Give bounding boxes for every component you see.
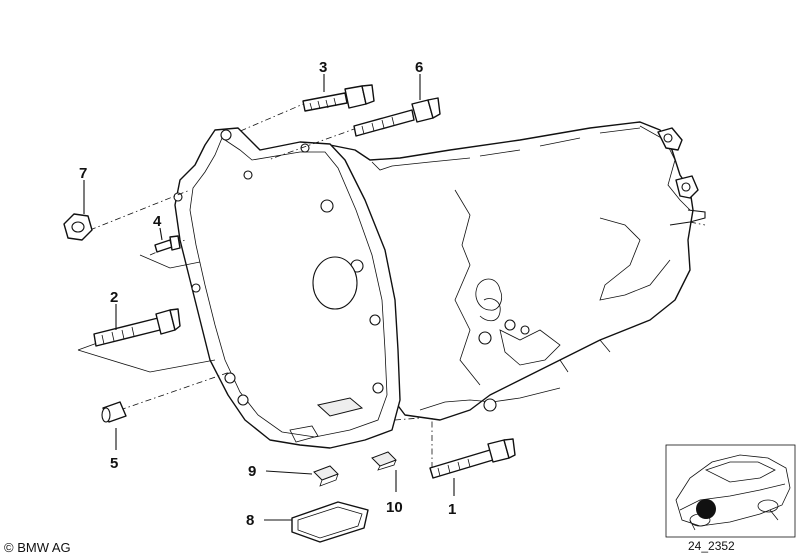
nut-part-7 <box>63 213 93 241</box>
part-label-8: 8 <box>246 512 254 529</box>
part-label-5: 5 <box>110 455 118 472</box>
part-label-10: 10 <box>386 499 403 516</box>
leader-lines <box>83 74 455 521</box>
dowel-part-5 <box>101 401 127 423</box>
bolt-part-1 <box>429 438 516 479</box>
cover-plate-part-8 <box>291 501 369 543</box>
part-label-4: 4 <box>153 213 162 230</box>
drawing-code: 24_2352 <box>688 539 735 553</box>
part-label-3: 3 <box>319 59 327 76</box>
bolt-part-2 <box>93 308 181 347</box>
clip-part-9 <box>313 465 339 487</box>
vehicle-locator-thumbnail <box>665 444 796 538</box>
bolt-part-6 <box>353 97 441 137</box>
part-label-1: 1 <box>448 501 456 518</box>
car-outline-icon <box>675 454 791 531</box>
transmission-housing <box>329 121 706 421</box>
part-label-7: 7 <box>79 165 87 182</box>
bolt-part-3 <box>302 84 375 112</box>
location-marker-icon <box>696 499 716 519</box>
part-label-2: 2 <box>110 289 118 306</box>
clip-part-10 <box>371 451 397 471</box>
copyright-text: © BMW AG <box>4 540 71 555</box>
part-label-9: 9 <box>248 463 256 480</box>
part-labels: 3 6 7 4 2 5 1 9 10 8 <box>79 59 456 529</box>
part-label-6: 6 <box>415 59 423 76</box>
bolt-part-4 <box>154 235 181 253</box>
